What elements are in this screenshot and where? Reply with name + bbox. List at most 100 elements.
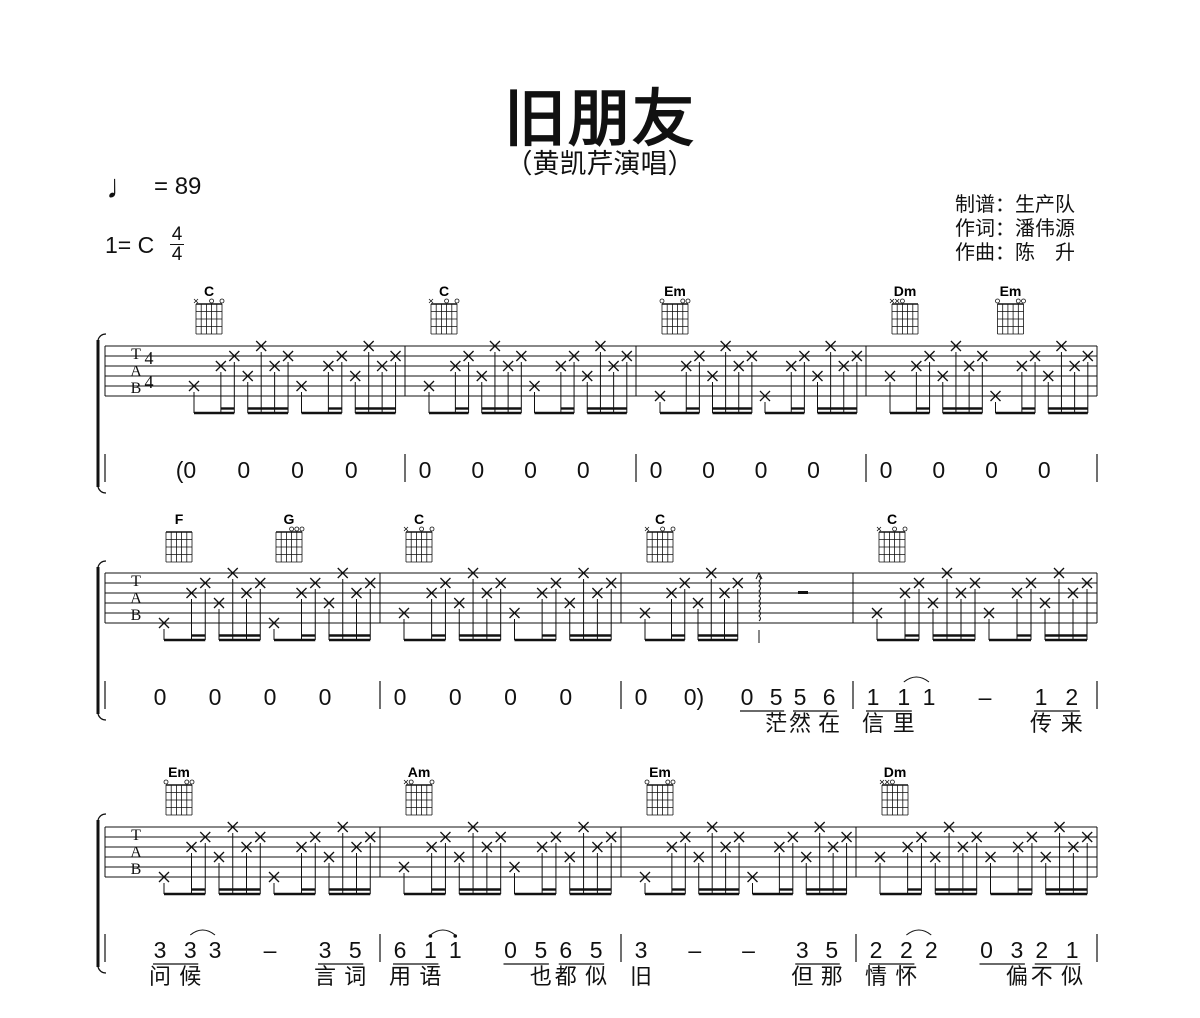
x-stroke xyxy=(871,607,883,619)
lyric-char: 言 xyxy=(314,965,336,990)
jianpu-note: 0 xyxy=(559,684,572,710)
tab-note-x-icon xyxy=(376,360,388,372)
tab-note-x-icon xyxy=(639,607,651,619)
x-stroke xyxy=(296,587,307,599)
open-string-icon xyxy=(454,298,460,304)
tab-clef-letter: A xyxy=(130,590,142,607)
tab-time-sig-bottom: 4 xyxy=(145,372,154,392)
tab-clef-letter: B xyxy=(131,861,142,878)
tab-note-x-icon xyxy=(827,841,839,853)
chord-name: C xyxy=(655,511,665,527)
tab-note-x-icon xyxy=(186,841,197,853)
chord-diagram-c: C xyxy=(403,511,435,563)
tab-note-x-icon xyxy=(1042,370,1054,382)
chord-name: Dm xyxy=(894,283,917,299)
jianpu-note: 3 xyxy=(209,937,222,963)
lyric-char: 似 xyxy=(1061,965,1083,990)
tab-note-x-icon xyxy=(1054,821,1066,833)
jianpu-note: – xyxy=(688,937,701,963)
tab-note-x-icon xyxy=(242,370,254,382)
jianpu-note: 1 xyxy=(867,684,880,710)
tab-note-x-icon xyxy=(158,617,170,629)
tab-note-x-icon xyxy=(439,831,451,843)
tab-note-x-icon xyxy=(733,360,745,372)
x-stroke xyxy=(679,577,691,589)
tab-note-x-icon xyxy=(621,350,633,362)
x-stroke xyxy=(268,871,280,883)
tab-note-x-icon xyxy=(1081,831,1093,843)
x-stroke xyxy=(747,871,758,883)
jianpu-note: 0 xyxy=(504,684,517,710)
mute-string-icon xyxy=(889,298,895,304)
open-string-icon xyxy=(219,298,225,304)
open-string-icon xyxy=(1015,298,1021,304)
tab-note-x-icon xyxy=(706,821,718,833)
tab-note-x-icon xyxy=(1069,360,1081,372)
x-stroke xyxy=(707,370,718,382)
tab-note-x-icon xyxy=(309,577,321,589)
tab-note-x-icon xyxy=(719,587,730,599)
jianpu-note: 0 xyxy=(650,457,663,483)
jianpu-note: 0 xyxy=(154,684,167,710)
x-stroke xyxy=(423,380,435,392)
x-stroke xyxy=(398,861,410,873)
x-stroke xyxy=(467,567,479,579)
tab-note-x-icon xyxy=(927,597,939,609)
x-stroke xyxy=(489,340,501,352)
x-stroke xyxy=(242,370,254,382)
tab-note-x-icon xyxy=(605,577,617,589)
x-stroke xyxy=(591,587,603,599)
lyric-char: 那 xyxy=(821,965,843,990)
x-stroke xyxy=(215,360,227,372)
x-stroke xyxy=(594,340,606,352)
jianpu-note: 1 xyxy=(1035,684,1048,710)
open-string-icon xyxy=(299,526,305,532)
x-stroke xyxy=(199,831,211,843)
x-stroke xyxy=(679,831,691,843)
x-stroke xyxy=(337,567,349,579)
x-stroke xyxy=(666,841,678,853)
tab-note-x-icon xyxy=(323,851,335,863)
bracket-curl-top xyxy=(97,560,107,568)
tab-note-x-icon xyxy=(666,587,677,599)
jianpu-note: 2 xyxy=(1065,684,1078,710)
tab-note-x-icon xyxy=(1067,587,1079,599)
lyric-char: 偏 xyxy=(1006,965,1028,990)
jianpu-note: 1 xyxy=(449,937,462,963)
chord-diagram-c: C xyxy=(193,283,225,335)
x-stroke xyxy=(929,851,941,863)
mute-string-icon xyxy=(403,779,409,785)
x-stroke xyxy=(1039,597,1051,609)
x-stroke xyxy=(322,360,334,372)
tab-note-x-icon xyxy=(693,851,705,863)
tab-note-x-icon xyxy=(1039,597,1051,609)
tab-note-x-icon xyxy=(564,851,576,863)
chord-name: Em xyxy=(1000,283,1022,299)
open-string-icon xyxy=(900,298,905,304)
chord-diagram-f: F xyxy=(165,511,193,563)
lyric-char: 词 xyxy=(344,965,366,990)
tab-note-x-icon xyxy=(495,831,507,843)
jianpu-note: 5 xyxy=(794,684,807,710)
x-stroke xyxy=(426,587,438,599)
jianpu-note: 6 xyxy=(559,937,572,963)
tab-note-x-icon xyxy=(976,350,988,362)
x-stroke xyxy=(983,607,995,619)
tab-note-x-icon xyxy=(213,851,225,863)
tab-note-x-icon xyxy=(509,861,520,873)
x-stroke xyxy=(910,360,922,372)
jianpu-note: 0 xyxy=(471,457,484,483)
jianpu-note: 3 xyxy=(635,937,648,963)
x-stroke xyxy=(536,587,548,599)
x-stroke xyxy=(536,841,548,853)
jianpu-note: 0 xyxy=(807,457,820,483)
tab-note-x-icon xyxy=(467,567,479,579)
jianpu-note: 3 xyxy=(1010,937,1023,963)
credit-value: 潘伟源 xyxy=(1015,216,1075,240)
x-stroke xyxy=(426,841,438,853)
chord-diagram-em: Em xyxy=(995,283,1026,335)
tab-clef-letter: T xyxy=(131,346,141,363)
x-stroke xyxy=(621,350,633,362)
lyric-char: 然 xyxy=(789,712,811,737)
lyric-char: 语 xyxy=(419,965,441,990)
